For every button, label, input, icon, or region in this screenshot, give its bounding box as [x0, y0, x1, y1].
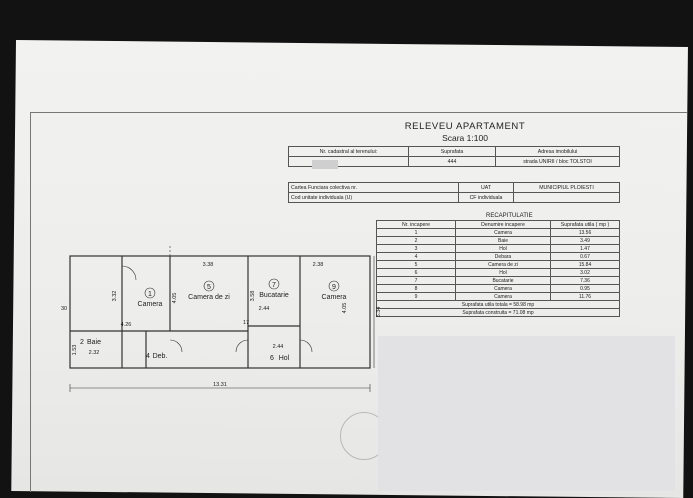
- room-name: Camera: [455, 292, 551, 301]
- cf-individual-label: CF individuala: [458, 192, 514, 203]
- room-number: 4: [376, 252, 456, 261]
- dimension: 30: [61, 306, 67, 312]
- room-area: 11.76: [550, 292, 620, 301]
- room-name: Hol: [455, 244, 551, 253]
- area-value: 444: [408, 156, 496, 167]
- room-name: Bucatarie: [259, 292, 289, 299]
- room-name: Camera: [455, 228, 551, 237]
- room-name: Camera de zi: [455, 260, 551, 269]
- room-number: 2: [80, 339, 84, 346]
- room-number: 5: [207, 284, 211, 291]
- room-area: 3.49: [550, 236, 620, 245]
- dimension: 1.53: [72, 345, 78, 356]
- dimension: 3.32: [112, 291, 118, 302]
- room-area: 0.67: [550, 252, 620, 261]
- dimension: 17: [243, 320, 249, 326]
- room-number: 7: [272, 282, 276, 289]
- dimension: 4.05: [342, 303, 348, 314]
- room-number: 6: [376, 268, 456, 277]
- room-number: 1: [148, 291, 152, 298]
- dimension: 3.38: [203, 262, 214, 268]
- cadastral-value: [288, 156, 409, 167]
- dimension: 2.32: [89, 350, 100, 356]
- room-label: Baie: [87, 339, 101, 346]
- recap-table: Nr. incapere Denumire incapere Suprafata…: [376, 220, 620, 317]
- total-width: 13.31: [213, 382, 227, 388]
- room-name: Bucatarie: [455, 276, 551, 285]
- dimension: 5.34: [376, 307, 382, 318]
- cf-collective-label: Cartea Funciara colectiva nr.: [288, 182, 459, 193]
- cf-individual-value: [513, 192, 620, 203]
- dimension: 3.58: [250, 291, 256, 302]
- address-value: strada UNIRII / bloc TOLSTOI: [495, 156, 620, 167]
- room-name: Camera: [455, 284, 551, 293]
- address-label: Adresa imobilului: [495, 146, 620, 157]
- room-area: 15.84: [550, 260, 620, 269]
- room-number: 1: [376, 228, 456, 237]
- recap-header: Denumire incapere: [455, 220, 551, 229]
- room-area: 3.02: [550, 268, 620, 277]
- room-area: 7.36: [550, 276, 620, 285]
- room-number: 5: [376, 260, 456, 269]
- room-number: 8: [376, 284, 456, 293]
- room-name: Debara: [455, 252, 551, 261]
- room-label: Deb.: [153, 353, 168, 360]
- built-area-total: Suprafata construita = 71.08 mp: [376, 308, 620, 317]
- uat-value: MUNICIPIUL PLOIESTI: [513, 182, 620, 193]
- dimension: 4.26: [121, 322, 132, 328]
- redacted-block: [378, 336, 675, 491]
- room-name: Hol: [455, 268, 551, 277]
- floor-plan: 1 Camera 5 Camera de zi 7 Bucatarie 9 Ca…: [61, 246, 382, 392]
- room-name: Camera de zi: [188, 294, 230, 301]
- dimension: 2.38: [313, 262, 324, 268]
- room-name: Camera: [138, 301, 163, 308]
- room-area: 13.56: [550, 228, 620, 237]
- redacted-block: [312, 160, 338, 169]
- room-name: Baie: [455, 236, 551, 245]
- uat-table: Cartea Funciara colectiva nr. UAT MUNICI…: [288, 182, 620, 203]
- inner-sheet: [30, 112, 687, 492]
- dimension: 2.44: [273, 344, 284, 350]
- room-area: 0.95: [550, 284, 620, 293]
- unit-code-label: Cod unitate individuala (U): [288, 192, 459, 203]
- room-number: 2: [376, 236, 456, 245]
- dimension: 2.44: [259, 306, 270, 312]
- uat-label: UAT: [458, 182, 514, 193]
- room-name: Camera: [322, 294, 347, 301]
- area-label: Suprafata: [408, 146, 496, 157]
- dimension: 4.05: [172, 293, 178, 304]
- room-area: 1.47: [550, 244, 620, 253]
- room-number: 7: [376, 276, 456, 285]
- room-number: 9: [332, 284, 336, 291]
- document-title: RELEVEU APARTAMENT: [404, 121, 526, 132]
- cadastral-label: Nr. cadastral al terenului:: [288, 146, 409, 157]
- room-number: 9: [376, 292, 456, 301]
- recap-header: Suprafata utila ( mp ): [550, 220, 620, 229]
- room-number: 3: [376, 244, 456, 253]
- recap-title: RECAPITULATIE: [486, 213, 533, 219]
- room-label: Hol: [279, 355, 290, 362]
- recap-header: Nr. incapere: [376, 220, 456, 229]
- document-scale: Scara 1:100: [442, 133, 488, 143]
- room-number: 6: [270, 355, 274, 362]
- room-number: 4: [146, 353, 150, 360]
- info-table: Nr. cadastral al terenului: Suprafata Ad…: [288, 146, 620, 167]
- useful-area-total: Suprafata utila totala = 58.98 mp: [376, 300, 620, 309]
